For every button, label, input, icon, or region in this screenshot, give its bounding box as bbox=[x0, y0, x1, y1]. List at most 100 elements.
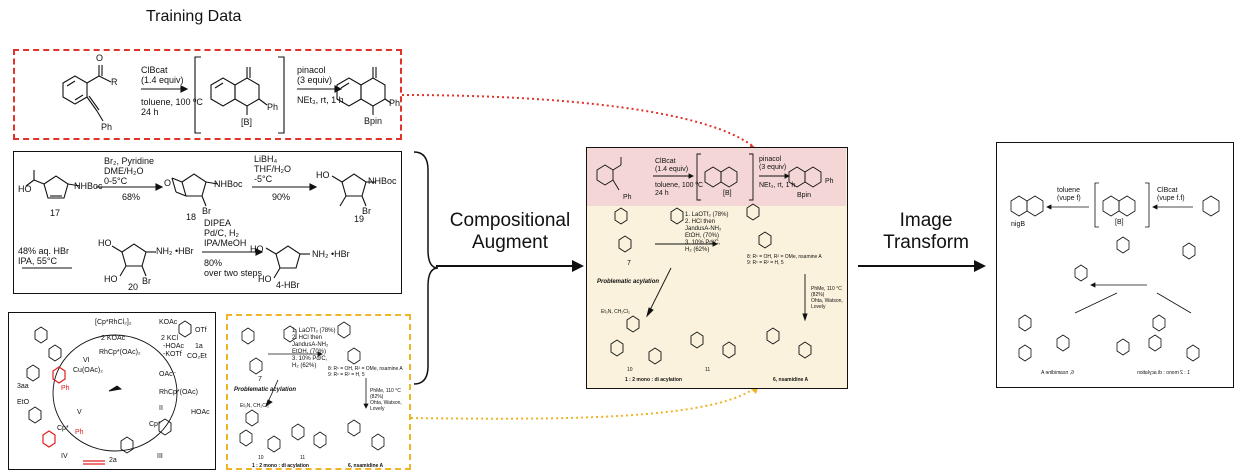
training-panel-acylation: 7 1. LaOTf₃ (78%) 2. HCl then JandusA-NH… bbox=[226, 314, 411, 470]
augment-arrow bbox=[436, 260, 584, 272]
aug-reagent: ClBcat (1.4 equiv) bbox=[655, 158, 689, 173]
r2-step4-yield: 80% over two steps bbox=[204, 258, 263, 278]
training-data-title: Training Data bbox=[146, 8, 242, 25]
acyl-c11: 11 bbox=[300, 455, 306, 461]
aug-r-group: 8: R¹ = OH, R² = OMe, nsamine A 9: R¹ = … bbox=[747, 254, 822, 266]
aug-c11: 11 bbox=[705, 367, 711, 373]
tf-text1: toluene (vupe f) bbox=[1057, 187, 1081, 202]
cc-label-2: 2 KCl bbox=[161, 335, 179, 342]
reaction1-structures bbox=[62, 56, 392, 134]
r1-intermediate-b: [B] bbox=[241, 117, 253, 127]
acyl-cond-b: PhMe, 110 °C (82%) Ohta, Watson, Lovely bbox=[370, 388, 402, 412]
r2-label-17: 17 bbox=[50, 208, 61, 218]
catalytic-cycle-drawing bbox=[26, 320, 192, 465]
acyl-cond-a: 1. LaOTf₃ (78%) 2. HCl then JandusA-NH₂ … bbox=[292, 328, 336, 369]
cc-label-3: KOAc bbox=[159, 319, 178, 326]
r2-ho-4: HO bbox=[250, 244, 264, 254]
aug-cond-b: PhMe, 110 °C (82%) Ohta, Watson, Lovely bbox=[811, 286, 843, 310]
r2-step2-reagent: LiBH₄ THF/H₂O -5°C bbox=[254, 154, 291, 184]
cc-label-5: -KOTf bbox=[163, 351, 182, 358]
r2-ho-19: HO bbox=[316, 170, 330, 180]
r2-o-18: O bbox=[164, 178, 172, 188]
r1-product-ph: Ph bbox=[389, 98, 401, 108]
aug-c10: 10 bbox=[627, 367, 633, 373]
r1-r-label: R bbox=[111, 77, 118, 87]
tf-bottom: 1 : 2 mono : di acylation bbox=[1137, 370, 1190, 376]
cc-label-9: RhCp*(OAc) bbox=[159, 389, 198, 396]
cc-label-7: RhCp*(OAc)₂ bbox=[99, 349, 141, 356]
transform-arrow bbox=[858, 260, 986, 272]
cc-label-16: 2a bbox=[109, 457, 117, 464]
r1-pinacol-cond: NEt₃, rt, 1 h bbox=[297, 95, 344, 105]
cc-label-18: VI bbox=[83, 357, 90, 364]
cc-label-0: [Cp*RhCl₂]₂ bbox=[95, 319, 132, 326]
acyl-ratio: 1 : 2 mono : di acylation bbox=[252, 463, 309, 469]
cc-label-11: Cp* bbox=[149, 421, 161, 428]
grouping-brace bbox=[413, 151, 439, 385]
r2-nhboc-18: NHBoc bbox=[214, 179, 243, 189]
reaction2-structures bbox=[22, 170, 376, 279]
cc-label-23: 1a bbox=[195, 343, 203, 350]
cc-label-4: -HOAc bbox=[163, 343, 184, 350]
transformed-panel: nigB [B] toluene (vupe f) ClBcat (vupe f… bbox=[996, 142, 1234, 388]
r2-label-19: 19 bbox=[354, 214, 365, 224]
r2-br-20: Br bbox=[142, 276, 151, 286]
tf-text2: ClBcat (vupe f.f) bbox=[1157, 187, 1185, 202]
r1-o-label: O bbox=[96, 53, 104, 63]
r2-step1-reagent: Br₂, Pyridine DME/H₂O 0-5°C bbox=[104, 156, 155, 186]
r2-br-19: Br bbox=[362, 206, 371, 216]
training-panel-borylation: O R Ph ClBcat (1.4 equiv) toluene, 100 º… bbox=[13, 49, 402, 140]
acyl-et3n: Et₃N, CH₂Cl₂ bbox=[240, 403, 269, 409]
r2-step3-reagent: 48% aq. HBr IPA, 55°C bbox=[18, 246, 70, 266]
aug-ratio: 1 : 2 mono : di acylation bbox=[625, 377, 682, 383]
cc-label-13: Ph bbox=[61, 385, 70, 392]
cc-label-17: 3aa bbox=[17, 383, 29, 390]
r2-nhboc-19: NHBoc bbox=[368, 176, 397, 186]
aug-product: 6, nsamidine A bbox=[773, 377, 809, 383]
cc-label-12: EtO bbox=[17, 399, 30, 406]
image-transform-label: Image Transform bbox=[883, 210, 969, 253]
cc-label-8: OAc⁻ bbox=[159, 371, 177, 378]
acylation-drawing bbox=[239, 321, 385, 453]
r2-ho-20b: HO bbox=[104, 274, 118, 284]
r2-br-18: Br bbox=[202, 206, 211, 216]
r1-product-bpin: Bpin bbox=[364, 116, 383, 126]
augmented-top-band bbox=[587, 148, 846, 206]
r1-reagent: ClBcat (1.4 equiv) bbox=[141, 65, 184, 85]
aug-int-b: [B] bbox=[723, 190, 732, 197]
aug-bpin: Bpin bbox=[797, 192, 812, 199]
r1-int-ph: Ph bbox=[267, 102, 279, 112]
r2-nh2-20: NH₂ •HBr bbox=[156, 246, 194, 256]
cc-label-22: II bbox=[159, 405, 163, 412]
tf-nigb: nigB bbox=[1011, 221, 1026, 228]
cc-label-24: OTf bbox=[195, 327, 207, 334]
cc-label-1: 2 KOAc bbox=[101, 335, 126, 342]
training-panel-synthesis: HO NHBoc 17 Br₂, Pyridine DME/H₂O 0-5°C … bbox=[13, 151, 402, 294]
aug-problematic: Problematic acylation bbox=[597, 279, 660, 285]
tf-bottom2: 6, nsamidine A bbox=[1041, 370, 1074, 376]
r2-ho-4b: HO bbox=[258, 274, 272, 284]
cc-label-6: Cu(OAc)₂ bbox=[73, 367, 103, 374]
r2-step4-reagent: DIPEA Pd/C, H₂ IPA/MeOH bbox=[204, 218, 247, 248]
r2-label-4hbr: 4-HBr bbox=[276, 280, 300, 290]
r2-step2-yield: 90% bbox=[272, 192, 291, 202]
cc-label-10: HOAc bbox=[191, 409, 210, 416]
r1-ph-label: Ph bbox=[101, 122, 113, 132]
cc-label-15: Cp* bbox=[57, 425, 69, 432]
cc-label-25: CO₂Et bbox=[187, 353, 207, 360]
training-panel-catalytic-cycle: [Cp*RhCl₂]₂ 2 KOAc 2 KCl KOAc -HOAc -KOT… bbox=[8, 312, 216, 470]
r1-pinacol: pinacol (3 equiv) bbox=[297, 65, 333, 85]
cc-label-21: III bbox=[157, 453, 163, 460]
r2-step1-yield: 68% bbox=[122, 192, 141, 202]
r2-ho-17: HO bbox=[18, 184, 32, 194]
aug-cond-a: 1. LaOTf₃ (78%) 2. HCl then JandusA-NH₂ … bbox=[685, 212, 729, 253]
aug-ph: Ph bbox=[825, 178, 834, 185]
r1-conditions: toluene, 100 ºC 24 h bbox=[141, 97, 203, 117]
acyl-product: 6, nsamidine A bbox=[348, 463, 384, 469]
r2-nh2-4: NH₂ •HBr bbox=[312, 249, 350, 259]
tf-b: [B] bbox=[1115, 219, 1124, 226]
aug-ph2: Ph bbox=[623, 194, 632, 201]
aug-c7: 7 bbox=[627, 260, 631, 267]
r2-ho-20: HO bbox=[98, 238, 112, 248]
acyl-problematic: Problematic acylation bbox=[234, 387, 297, 393]
